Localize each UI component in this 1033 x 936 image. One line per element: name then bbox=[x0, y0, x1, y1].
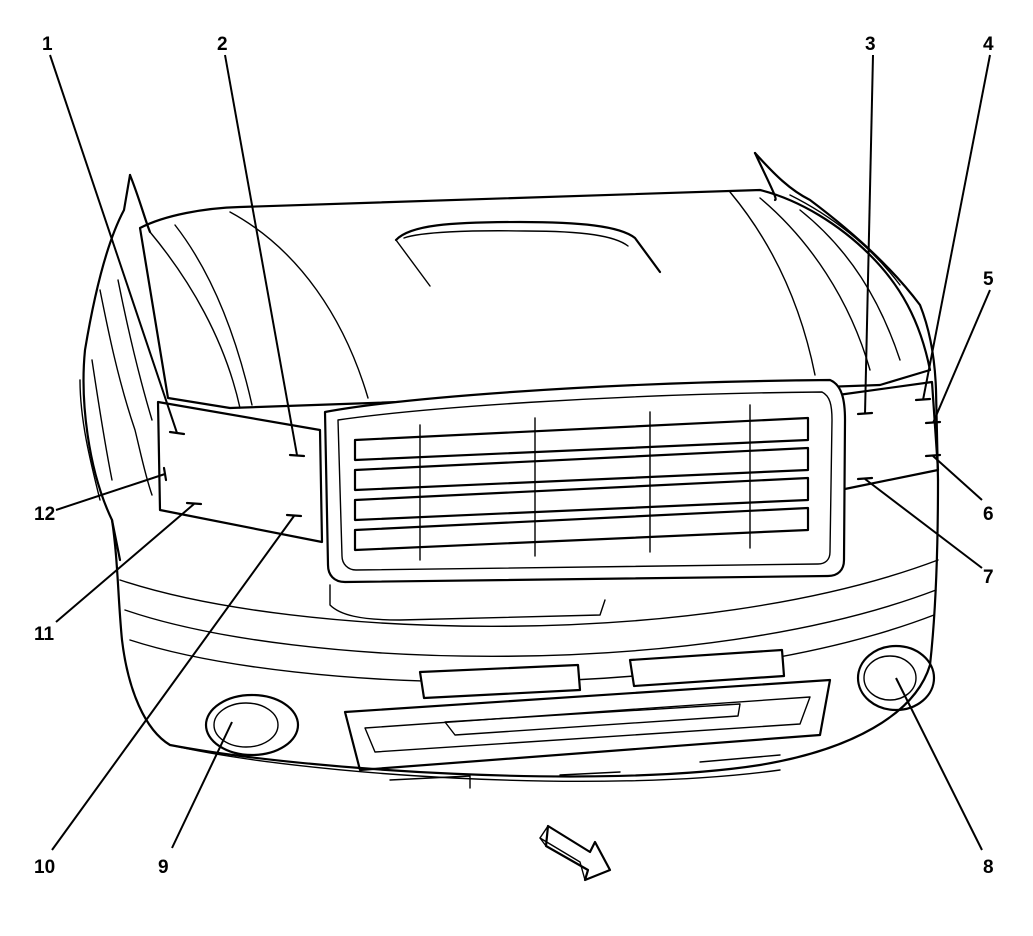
forward-arrow-icon bbox=[539, 824, 612, 882]
hood-scoop bbox=[394, 220, 662, 274]
upper-bumper-slot-right bbox=[628, 648, 786, 688]
callout-3: 3 bbox=[865, 34, 876, 55]
callout-1: 1 bbox=[42, 34, 53, 55]
right-fog-lamp bbox=[856, 644, 936, 712]
upper-bumper-slot-left bbox=[418, 663, 582, 700]
grille-bars bbox=[353, 404, 810, 561]
callout-4: 4 bbox=[983, 34, 994, 55]
lower-air-dam bbox=[343, 678, 832, 772]
callout-2: 2 bbox=[217, 34, 228, 55]
front-bumper-fascia bbox=[110, 478, 940, 778]
left-headlamp-area bbox=[156, 400, 324, 544]
callout-8: 8 bbox=[983, 857, 994, 878]
callout-10: 10 bbox=[34, 857, 55, 878]
callout-9: 9 bbox=[158, 857, 169, 878]
callouts: 1 2 3 4 5 6 7 8 9 10 11 12 bbox=[34, 34, 994, 878]
callout-11: 11 bbox=[34, 624, 55, 645]
leader-lines bbox=[49, 54, 991, 851]
callout-5: 5 bbox=[983, 269, 994, 290]
callout-12: 12 bbox=[34, 504, 55, 525]
left-fender bbox=[82, 173, 132, 562]
hood bbox=[138, 188, 932, 410]
callout-6: 6 bbox=[983, 504, 994, 525]
vehicle-front-end bbox=[79, 151, 942, 789]
callout-7: 7 bbox=[983, 567, 994, 588]
left-fog-lamp bbox=[204, 693, 300, 757]
